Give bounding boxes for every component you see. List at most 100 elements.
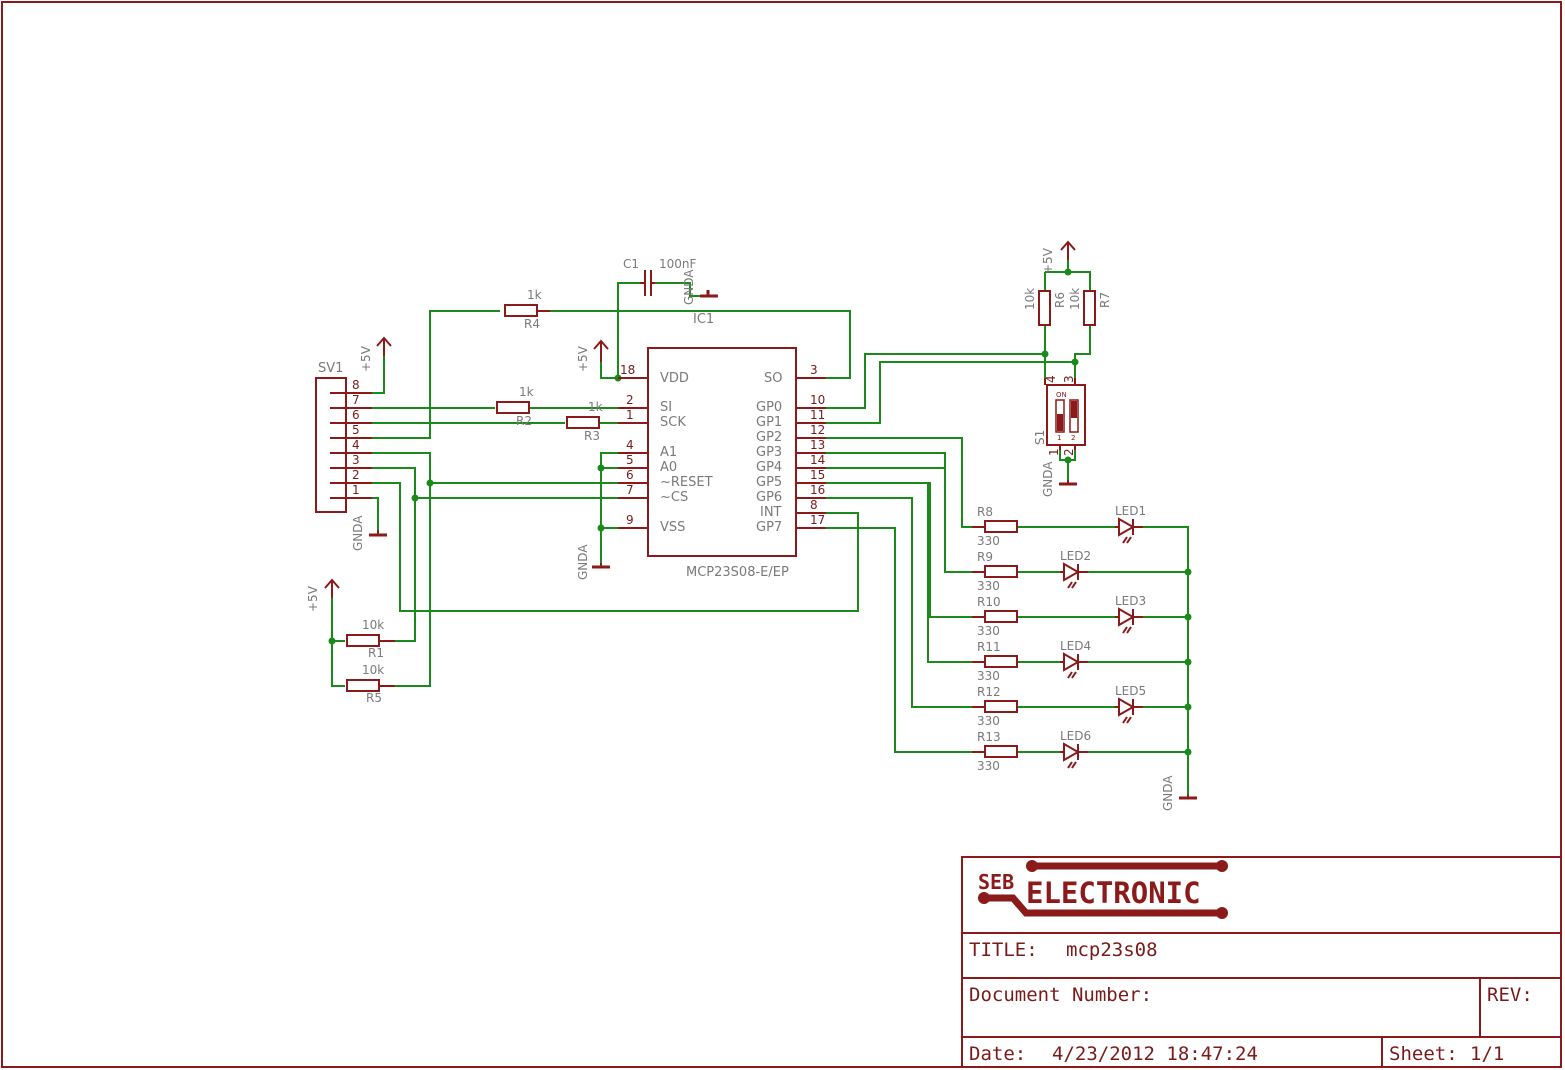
title-value: mcp23s08 — [1066, 939, 1158, 961]
switch-on-label: ON — [1056, 391, 1067, 399]
ic-pin-num-so: 3 — [810, 363, 818, 377]
led5-name: LED5 — [1115, 684, 1146, 698]
led1-name: LED1 — [1115, 504, 1146, 518]
c1-value: 100nF — [659, 257, 697, 271]
r5-value: 10k — [362, 663, 384, 677]
ic-pin-num-gp6: 16 — [810, 483, 825, 497]
r10-value: 330 — [977, 624, 1000, 638]
ic-pin-num-gp7: 17 — [810, 513, 825, 527]
r8-name: R8 — [977, 505, 993, 519]
r12-name: R12 — [977, 685, 1001, 699]
gnd-label-sv1: GNDA — [351, 515, 365, 551]
sheet-value: 1/1 — [1470, 1043, 1504, 1065]
led4-name: LED4 — [1060, 639, 1091, 653]
resistor-r2 — [496, 401, 530, 414]
vcc-label-ic: +5V — [576, 345, 590, 372]
ic-pin-num-sck: 1 — [626, 408, 634, 422]
date-label: Date: — [969, 1043, 1026, 1065]
r11-value: 330 — [977, 669, 1000, 683]
r12-value: 330 — [977, 714, 1000, 728]
r8-value: 330 — [977, 534, 1000, 548]
ic-pin-name-gp6: GP6 — [756, 490, 782, 505]
switch-pos-2: 2 — [1071, 434, 1075, 442]
vcc-arrow-pullup — [324, 578, 340, 598]
led4-symbol — [1060, 652, 1088, 679]
r13-value: 330 — [977, 759, 1000, 773]
ic-pin-name-reset: ~RESET — [660, 475, 713, 490]
r4-value: 1k — [527, 288, 542, 302]
led2-symbol — [1060, 562, 1088, 589]
ic-pin-name-int: INT — [760, 505, 782, 520]
led3-name: LED3 — [1115, 594, 1146, 608]
ic-name: IC1 — [693, 312, 714, 327]
gnd-label-c1: GNDA — [682, 269, 696, 305]
r1-value: 10k — [362, 618, 384, 632]
rev-label: REV: — [1487, 984, 1533, 1006]
ic1-symbol: 18 VDD 2 SI 1 SCK 4 A1 5 A0 6 ~RESET 7 ~… — [618, 312, 826, 580]
ic-pin-num-vdd: 18 — [620, 363, 635, 377]
vcc-arrow-ic — [593, 339, 609, 362]
vcc-arrow-switch — [1060, 240, 1076, 260]
ic-pin-num-si: 2 — [626, 393, 634, 407]
leds — [1060, 517, 1143, 769]
r3-value: 1k — [588, 400, 603, 414]
ic-pin-name-gp5: GP5 — [756, 475, 782, 490]
ic-pin-name-gp4: GP4 — [756, 460, 782, 475]
r13-name: R13 — [977, 730, 1001, 744]
resistor-r5 — [346, 679, 380, 692]
title-block: SEB ELECTRONIC TITLE: mcp23s08 Document … — [961, 856, 1562, 1068]
ic-pin-num-a0: 5 — [626, 453, 634, 467]
sheet-label: Sheet: — [1389, 1043, 1458, 1065]
r9-value: 330 — [977, 579, 1000, 593]
ic-pin-name-cs: ~CS — [660, 490, 688, 505]
ic-pin-name-a0: A0 — [660, 460, 677, 475]
r7-name: R7 — [1098, 292, 1112, 308]
c1-name: C1 — [623, 257, 639, 271]
vcc-label-pullup: +5V — [306, 585, 320, 612]
led3-symbol — [1115, 607, 1143, 634]
led6-symbol — [1060, 742, 1088, 769]
ic-pin-num-int: 8 — [810, 498, 818, 512]
sv1-pin-4: 4 — [352, 438, 360, 452]
ic-pin-num-gp5: 15 — [810, 468, 825, 482]
switch-pin-3: 3 — [1062, 375, 1076, 383]
ic-pin-num-reset: 6 — [626, 468, 634, 482]
resistor-r8 — [984, 520, 1018, 533]
capacitor-c1 — [640, 270, 655, 296]
led1-symbol — [1115, 517, 1143, 544]
ic-pin-num-gp3: 13 — [810, 438, 825, 452]
ic-pin-num-gp0: 10 — [810, 393, 825, 407]
doc-number-label: Document Number: — [969, 984, 1152, 1006]
resistor-r1 — [346, 634, 380, 647]
sv1-pin-3: 3 — [352, 453, 360, 467]
ic-pin-name-gp0: GP0 — [756, 400, 782, 415]
sv1-pin-5: 5 — [352, 423, 360, 437]
connector-sv1: 8 7 6 5 4 3 2 1 SV1 — [315, 361, 372, 513]
r6-name: R6 — [1053, 292, 1067, 308]
resistor-r12 — [984, 700, 1018, 713]
gnd-symbol-c1 — [700, 290, 718, 298]
gnd-label-ic: GNDA — [576, 544, 590, 580]
ic-pin-name-gp7: GP7 — [756, 520, 782, 535]
r4-name: R4 — [524, 317, 540, 331]
ic-pin-num-vss: 9 — [626, 513, 634, 527]
ic-pin-name-gp3: GP3 — [756, 445, 782, 460]
resistor-r7 — [1083, 290, 1096, 326]
switch-pin-4: 4 — [1044, 375, 1058, 383]
r3-name: R3 — [584, 429, 600, 443]
resistor-r9 — [984, 565, 1018, 578]
ic-pin-num-gp4: 14 — [810, 453, 825, 467]
gnd-label-led: GNDA — [1161, 775, 1175, 811]
sv1-pin-8: 8 — [352, 378, 360, 392]
r11-name: R11 — [977, 640, 1001, 654]
ic-pin-name-vss: VSS — [660, 520, 685, 535]
sv1-name: SV1 — [318, 361, 343, 376]
resistor-r11 — [984, 655, 1018, 668]
gnd-label-switch: GNDA — [1041, 461, 1055, 497]
logo-graphic — [980, 862, 1226, 917]
ic-value: MCP23S08-E/EP — [686, 565, 789, 580]
led2-name: LED2 — [1060, 549, 1091, 563]
resistor-r3 — [566, 416, 600, 429]
